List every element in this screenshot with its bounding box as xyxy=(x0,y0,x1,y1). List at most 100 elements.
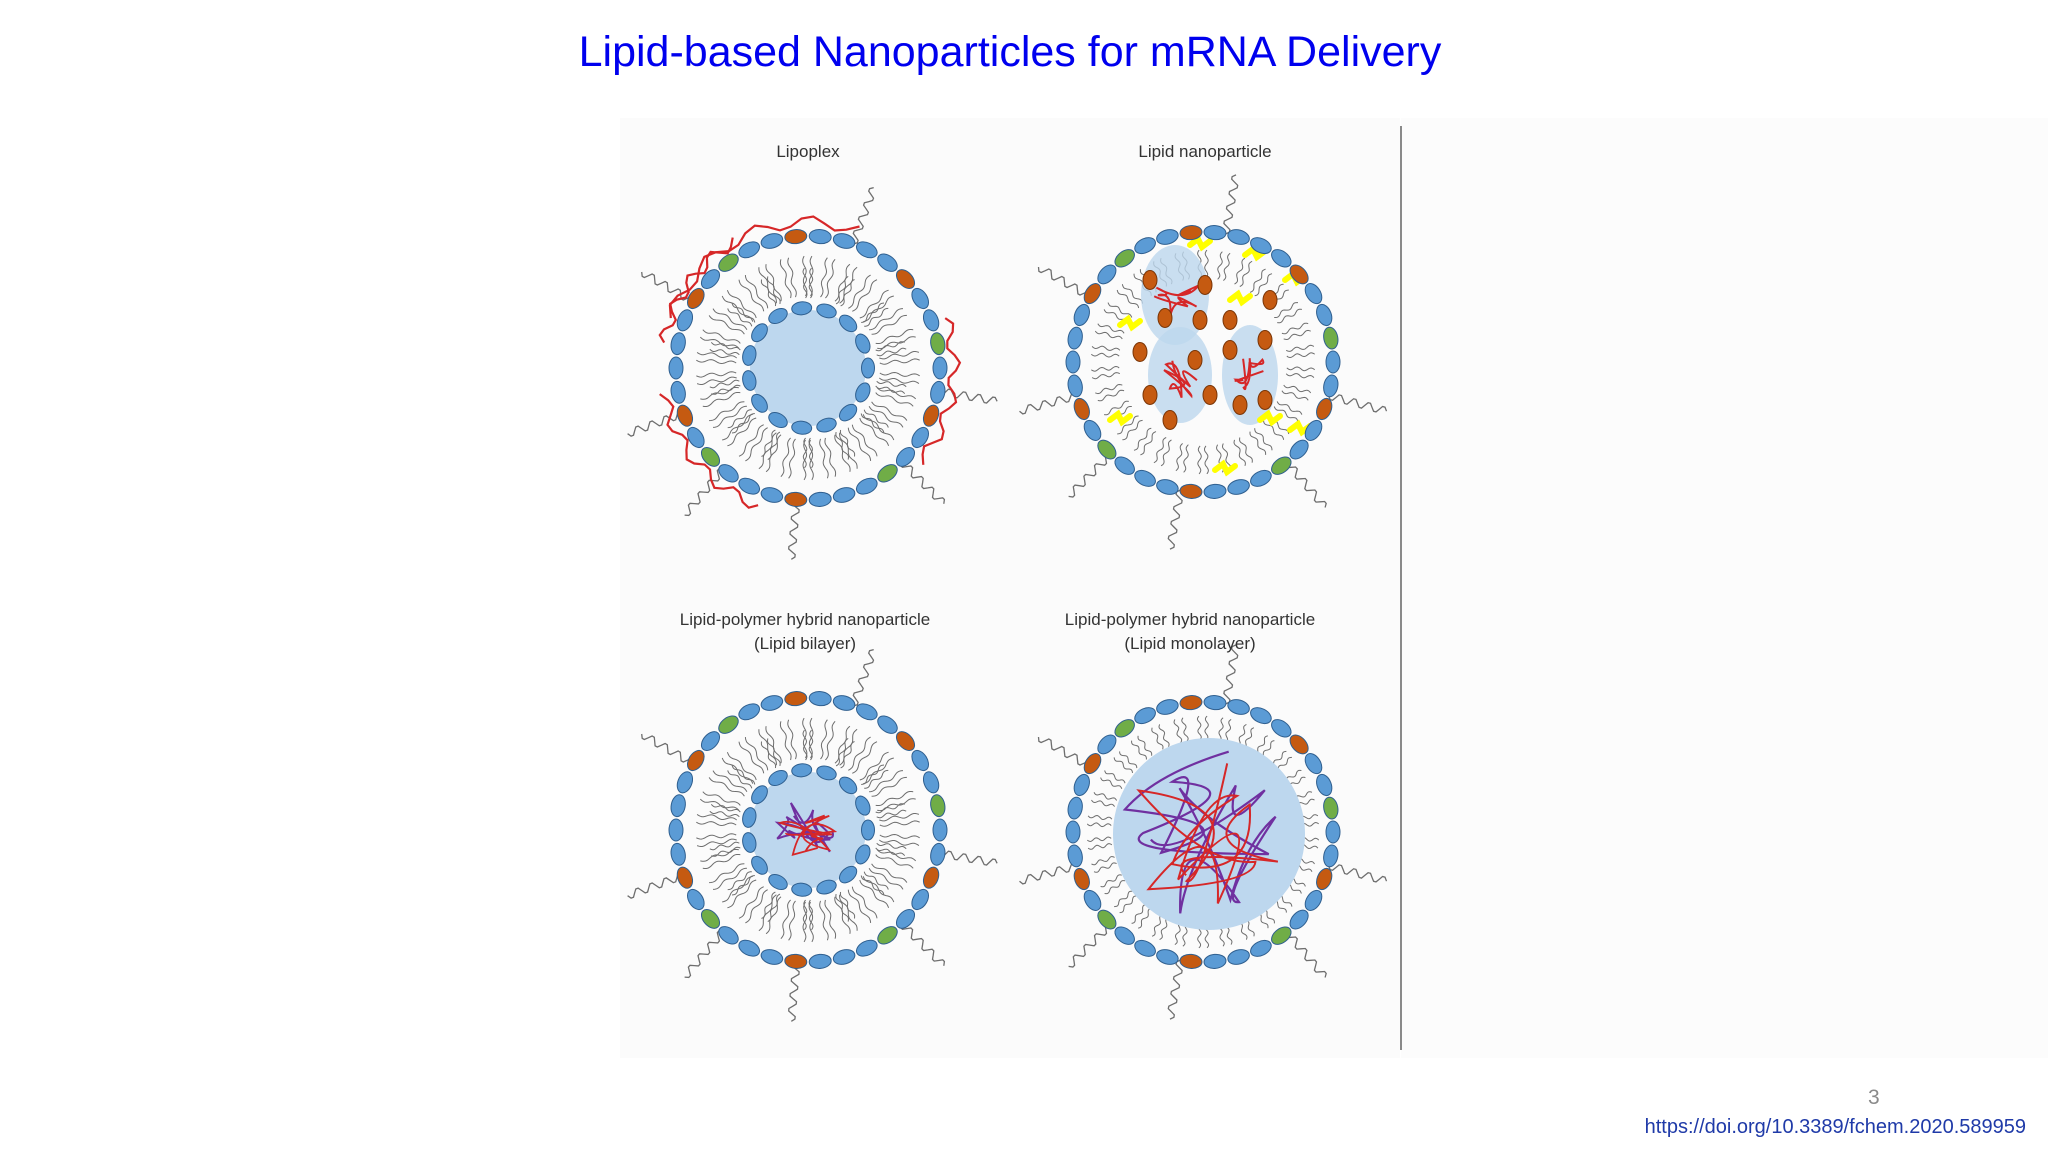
lipid-head xyxy=(1271,456,1292,475)
lipid-tail xyxy=(710,803,741,813)
lipid-head xyxy=(768,411,788,429)
lipid-head xyxy=(855,795,871,816)
peg-chain xyxy=(1019,392,1078,415)
panel-label-line1: Lipoplex xyxy=(776,142,840,161)
lipid-tail xyxy=(709,841,740,851)
lipid-tail xyxy=(1254,273,1273,297)
lipid-head xyxy=(738,939,761,957)
cationic-lipid xyxy=(1192,310,1208,330)
lipid-head xyxy=(784,491,808,507)
lipid-tail xyxy=(699,336,740,349)
lipid-tail xyxy=(712,770,748,793)
lipid-head xyxy=(1083,889,1102,911)
lipid-tail xyxy=(1283,329,1311,341)
lipid-head xyxy=(808,953,832,969)
panel-label-line1: Lipid-polymer hybrid nanoparticle xyxy=(679,610,931,629)
lipid-tail xyxy=(1119,895,1137,914)
lipid-tail xyxy=(1262,420,1285,440)
lipid-tail xyxy=(879,371,920,377)
panel-label-line2: (Lipid bilayer) xyxy=(753,634,857,653)
lipid-tail xyxy=(876,387,917,400)
lipid-tail xyxy=(879,351,920,360)
lipid-tail xyxy=(1151,727,1164,750)
lipid-head xyxy=(718,715,739,734)
cationic-lipid xyxy=(1142,385,1158,405)
lipid-head xyxy=(930,332,946,356)
lipid-tail xyxy=(738,886,764,919)
lipid-tail xyxy=(766,738,781,766)
lipid-head xyxy=(932,818,948,842)
cationic-lipid xyxy=(1197,275,1213,295)
cationic-lipid xyxy=(1222,340,1238,360)
lipid-head xyxy=(670,380,686,404)
lipid-head xyxy=(1325,350,1341,374)
aqueous-core xyxy=(750,310,866,426)
lipid-tail xyxy=(1234,257,1246,285)
lipid-head xyxy=(861,357,875,379)
lipid-head xyxy=(808,491,832,507)
lipid-tail xyxy=(1117,415,1139,435)
lipid-tail xyxy=(875,341,905,352)
lipid-tail xyxy=(879,813,920,822)
lipid-tail xyxy=(879,820,920,827)
lipid-head xyxy=(1179,483,1203,499)
lipid-head xyxy=(751,785,768,805)
lipid-head xyxy=(686,426,705,449)
lipid-tail xyxy=(758,729,777,766)
lipid-tail xyxy=(700,386,739,400)
cationic-lipid xyxy=(1232,395,1248,415)
lipid-head xyxy=(760,949,784,965)
peg-chain xyxy=(1037,266,1092,298)
cationic-lipid xyxy=(1222,310,1238,330)
lipid-head xyxy=(1289,734,1309,755)
lipid-tail xyxy=(702,854,741,869)
lipid-tail xyxy=(1087,843,1113,850)
lipid-head xyxy=(760,487,784,503)
lipid-tail xyxy=(879,358,920,365)
lipid-head xyxy=(686,287,705,310)
lipid-head xyxy=(911,287,930,310)
peg-chain xyxy=(627,871,685,899)
lipid-tail xyxy=(875,854,914,869)
lipid-head xyxy=(760,695,784,711)
lipid-head xyxy=(855,333,871,354)
lipid-tail xyxy=(767,893,781,922)
lipid-head xyxy=(877,926,898,945)
lipid-head xyxy=(1250,707,1272,725)
lipid-head xyxy=(911,888,930,911)
lipid-tail xyxy=(1093,862,1117,873)
lipid-tail xyxy=(863,871,889,890)
lipid-tail xyxy=(861,764,885,785)
lipid-tail xyxy=(702,791,741,806)
lipid-tail xyxy=(711,846,741,857)
lipid-tail xyxy=(1091,799,1115,807)
slide-title: Lipid-based Nanoparticles for mRNA Deliv… xyxy=(578,28,1442,76)
lipid-tail xyxy=(696,821,737,827)
lipid-tail xyxy=(1217,251,1223,280)
lipid-tail xyxy=(787,257,797,298)
lipid-tail xyxy=(1204,715,1209,741)
lipid-head xyxy=(1097,264,1117,285)
lipid-tail xyxy=(871,401,908,421)
lipid-tail xyxy=(731,413,755,434)
lipid-tail xyxy=(722,875,753,903)
lipid-tail xyxy=(808,437,814,469)
lipid-tail xyxy=(779,721,792,761)
lipid-tail xyxy=(834,725,851,764)
particle-hybrid-bilayer xyxy=(627,648,998,1022)
lipid-head xyxy=(1316,773,1333,797)
lipid-head xyxy=(668,818,684,842)
doi-link[interactable]: https://doi.org/10.3389/fchem.2020.58995… xyxy=(1644,1116,2026,1138)
lipid-tail xyxy=(1119,751,1138,769)
lipid-tail xyxy=(1285,344,1315,352)
lipid-head xyxy=(1323,326,1339,350)
lipid-head xyxy=(1203,695,1227,711)
lipid-head xyxy=(742,345,757,366)
lipid-tail xyxy=(1277,308,1302,324)
lipid-tail xyxy=(765,896,782,935)
lipid-tail xyxy=(1116,289,1140,309)
lipid-tail xyxy=(1218,717,1224,742)
lipid-head xyxy=(1083,283,1102,305)
lipid-head xyxy=(877,464,898,483)
